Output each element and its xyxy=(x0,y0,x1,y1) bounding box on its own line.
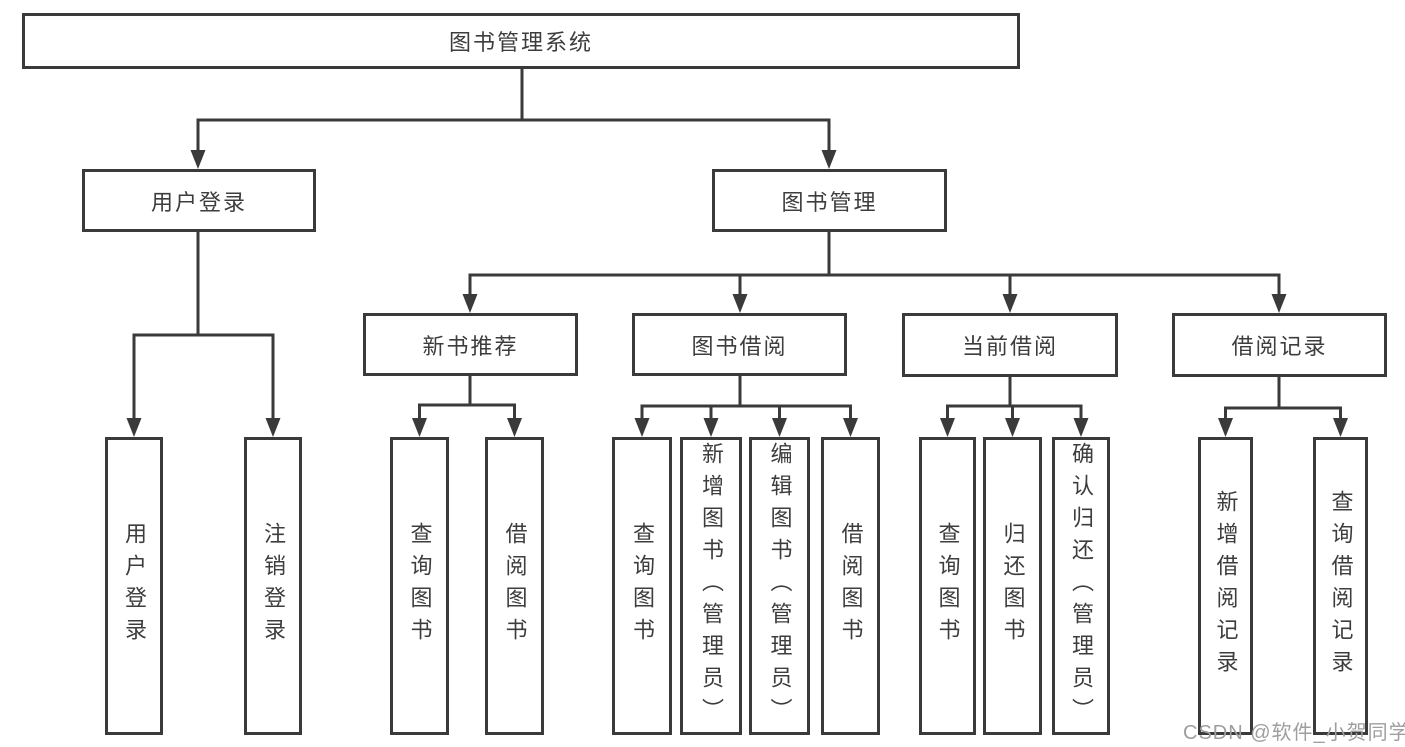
leaf-new-books-query-label: 查询图书 xyxy=(407,522,433,650)
leaf-records-query-label: 查询借阅记录 xyxy=(1328,490,1354,682)
leaf-user-login-label: 用户登录 xyxy=(122,522,147,650)
node-book-mgmt: 图书管理 xyxy=(712,169,947,232)
node-borrow-records: 借阅记录 xyxy=(1172,313,1387,377)
leaf-current-return: 归还图书 xyxy=(983,437,1042,735)
node-current-borrow: 当前借阅 xyxy=(902,313,1118,377)
leaf-current-query-label: 查询图书 xyxy=(935,522,961,650)
leaf-current-return-label: 归还图书 xyxy=(1000,522,1026,650)
leaf-borrow-add-admin: 新增图书（管理员） xyxy=(680,437,742,735)
leaf-logout-label: 注销登录 xyxy=(261,522,286,650)
leaf-logout: 注销登录 xyxy=(244,437,302,735)
leaf-new-books-query: 查询图书 xyxy=(390,437,449,735)
leaf-new-books-borrow: 借阅图书 xyxy=(485,437,544,735)
leaf-borrow-edit-admin: 编辑图书（管理员） xyxy=(749,437,810,735)
csdn-watermark: CSDN @软件_小贺同学 xyxy=(1183,722,1405,744)
leaf-borrow-edit-admin-label: 编辑图书（管理员） xyxy=(767,442,793,730)
leaf-borrow-query-label: 查询图书 xyxy=(630,522,655,650)
leaf-borrow-book: 借阅图书 xyxy=(821,437,880,735)
leaf-borrow-book-label: 借阅图书 xyxy=(838,522,864,650)
leaf-new-books-borrow-label: 借阅图书 xyxy=(502,522,528,650)
leaf-borrow-query: 查询图书 xyxy=(612,437,672,735)
leaf-user-login: 用户登录 xyxy=(105,437,163,735)
leaf-current-query: 查询图书 xyxy=(919,437,976,735)
leaf-borrow-add-admin-label: 新增图书（管理员） xyxy=(699,442,724,730)
leaf-records-query: 查询借阅记录 xyxy=(1313,437,1368,735)
leaf-current-confirm-admin: 确认归还（管理员） xyxy=(1052,437,1110,735)
leaf-records-add: 新增借阅记录 xyxy=(1198,437,1253,735)
leaf-records-add-label: 新增借阅记录 xyxy=(1213,490,1239,682)
node-new-books: 新书推荐 xyxy=(363,313,578,376)
node-root: 图书管理系统 xyxy=(22,13,1020,69)
node-user-login: 用户登录 xyxy=(82,169,316,232)
node-book-borrow: 图书借阅 xyxy=(632,313,847,376)
leaf-current-confirm-admin-label: 确认归还（管理员） xyxy=(1069,442,1094,730)
